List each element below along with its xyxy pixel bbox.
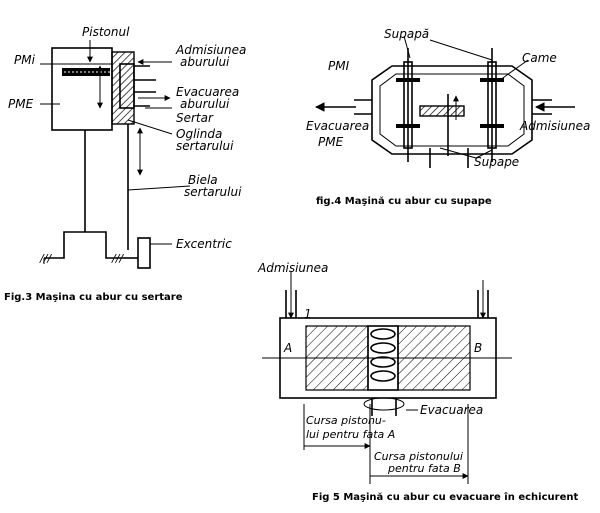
fig3-caption: Fig.3 Maşina cu abur cu sertare xyxy=(4,292,183,303)
fig3-label-biela-2: sertarului xyxy=(184,185,242,199)
fig4-label-admisiunea: Admisiunea xyxy=(519,119,590,133)
fig5-uniflow-engine: Admisiunea 1 A B Evacuarea Cursa pistonu… xyxy=(257,261,578,503)
fig4-label-pme: PME xyxy=(318,135,344,149)
fig3-label-pme: PME xyxy=(8,97,34,111)
fig3-label-evacuarea-2: aburului xyxy=(180,97,230,111)
fig4-label-came: Came xyxy=(522,51,557,65)
fig4-poppet-valve-engine: Supapă PMI Came Evacuarea PME Admisiunea… xyxy=(306,27,590,207)
fig4-caption: fig.4 Maşină cu abur cu supape xyxy=(316,196,492,207)
fig5-label-cursa-a-2: lui pentru fata A xyxy=(306,428,395,441)
fig5-caption: Fig 5 Maşină cu abur cu evacuare în echi… xyxy=(312,491,578,503)
fig3-excentric xyxy=(137,237,151,269)
fig4-label-supape: Supape xyxy=(474,155,519,169)
fig3-label-pmi: PMi xyxy=(14,53,36,67)
fig5-label-admisiunea: Admisiunea xyxy=(257,261,328,275)
fig3-label-excentric: Excentric xyxy=(176,237,232,251)
fig5-label-evacuarea: Evacuarea xyxy=(420,403,483,417)
fig4-casing xyxy=(371,65,533,155)
fig3-label-sertar: Sertar xyxy=(176,111,214,125)
fig3-slide-valve-engine: /// /// Pistonul PMi PME Admisiunea abur… xyxy=(4,25,246,303)
fig3-crank xyxy=(44,231,124,259)
fig3-label-admisiunea: Admisiunea xyxy=(175,43,246,57)
fig3-label-evacuarea: Evacuarea xyxy=(176,85,239,99)
fig3-label-oglinda: Oglinda xyxy=(176,127,222,141)
fig5-label-a: A xyxy=(283,341,292,355)
fig5-piston-left xyxy=(305,325,369,391)
fig5-label-1: 1 xyxy=(304,307,312,321)
fig5-label-cursa-a: Cursa pistonu- xyxy=(306,414,386,427)
fig5-label-b: B xyxy=(474,341,482,355)
fig5-label-cursa-b-2: pentru fata B xyxy=(387,462,461,475)
fig3-cylinder xyxy=(51,47,113,131)
fig4-label-supapa: Supapă xyxy=(384,27,429,41)
svg-text:///: /// xyxy=(39,252,52,265)
fig4-piston xyxy=(419,105,465,117)
fig3-slide-valve-chest xyxy=(111,51,135,125)
fig5-label-cursa-b: Cursa pistonului xyxy=(374,450,463,463)
svg-text:///: /// xyxy=(111,252,124,265)
fig3-label-admisiunea-2: aburului xyxy=(180,55,230,69)
fig4-label-pmi: PMI xyxy=(328,59,350,73)
fig4-label-evacuarea: Evacuarea xyxy=(306,119,369,133)
fig3-label-oglinda-2: sertarului xyxy=(176,139,234,153)
fig5-exhaust-ports xyxy=(370,328,396,382)
fig3-label-biela: Biela xyxy=(188,173,218,187)
fig3-label-pistonul: Pistonul xyxy=(82,25,130,39)
fig5-piston-right xyxy=(397,325,471,391)
